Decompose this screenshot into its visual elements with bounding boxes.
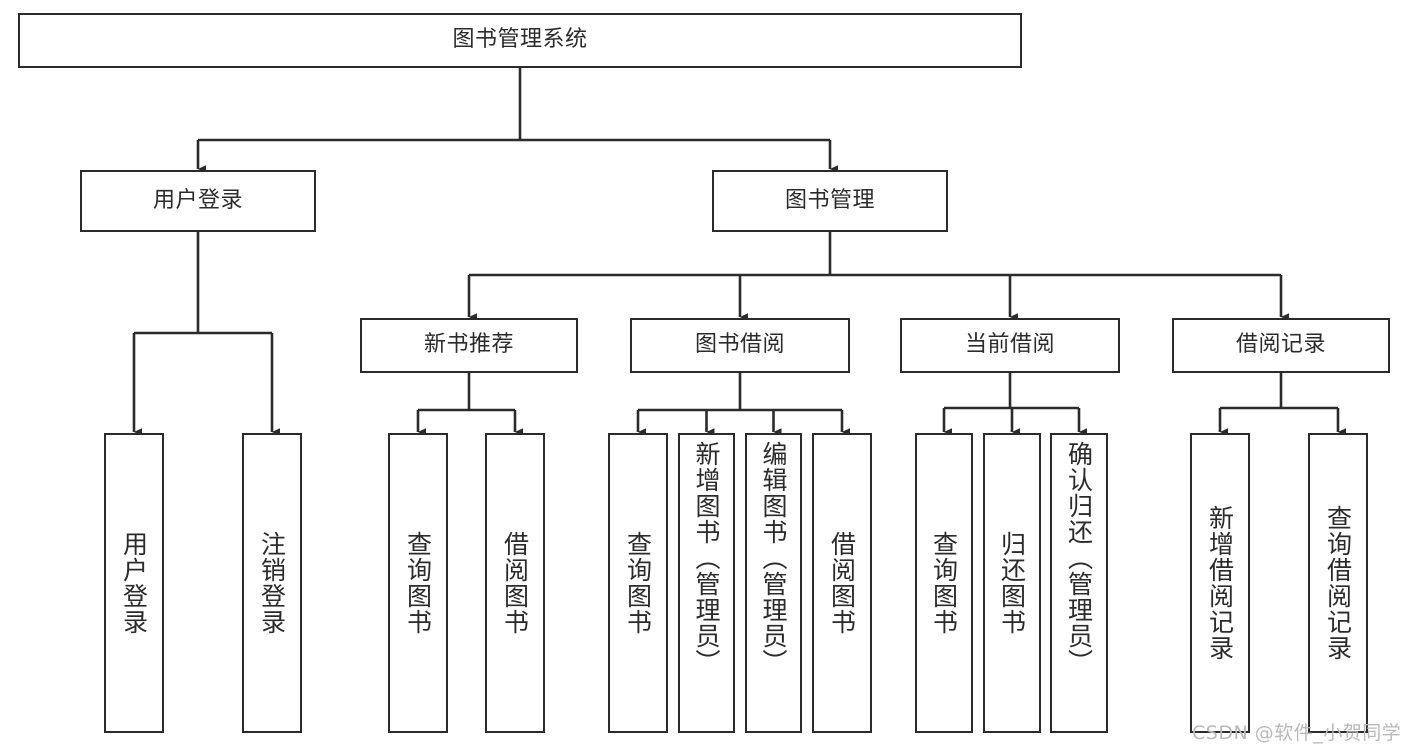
node-leaf_3[interactable]: 借阅图书	[485, 433, 545, 733]
node-l3_1[interactable]: 图书借阅	[630, 318, 850, 373]
node-leaf_5[interactable]: 新增图书（管理员）	[678, 433, 735, 733]
node-label: 图书管理	[784, 187, 875, 213]
node-label: 查询图书	[403, 531, 433, 635]
node-leaf_1[interactable]: 注销登录	[242, 433, 302, 733]
node-leaf_2[interactable]: 查询图书	[388, 433, 448, 733]
node-l3_0[interactable]: 新书推荐	[360, 318, 578, 373]
node-label: 用户登录	[152, 187, 243, 213]
node-leaf_8[interactable]: 查询图书	[915, 433, 973, 733]
node-l2_1[interactable]: 图书管理	[712, 170, 948, 232]
node-label: 查询图书	[623, 531, 653, 635]
node-label: 查询借阅记录	[1323, 505, 1353, 661]
node-label: 借阅记录	[1235, 332, 1326, 358]
node-l2_0[interactable]: 用户登录	[80, 170, 316, 232]
node-label: 图书借阅	[694, 332, 785, 358]
node-label: 用户登录	[119, 531, 149, 635]
node-label: 借阅图书	[827, 531, 857, 635]
node-label: 当前借阅	[964, 332, 1055, 358]
node-leaf_0[interactable]: 用户登录	[104, 433, 164, 733]
node-leaf_6[interactable]: 编辑图书（管理员）	[745, 433, 802, 733]
node-l3_2[interactable]: 当前借阅	[900, 318, 1120, 373]
node-label: 新书推荐	[423, 332, 514, 358]
node-leaf_7[interactable]: 借阅图书	[812, 433, 872, 733]
node-label: 编辑图书（管理员）	[759, 441, 788, 675]
node-label: 确认归还（管理员）	[1064, 441, 1094, 675]
node-leaf_11[interactable]: 新增借阅记录	[1190, 433, 1250, 733]
node-leaf_12[interactable]: 查询借阅记录	[1308, 433, 1368, 733]
node-label: 注销登录	[257, 531, 287, 635]
node-l3_3[interactable]: 借阅记录	[1172, 318, 1390, 373]
node-leaf_9[interactable]: 归还图书	[983, 433, 1041, 733]
csdn-watermark: CSDN @软件_小贺同学	[1192, 722, 1402, 744]
node-label: 新增借阅记录	[1205, 505, 1235, 661]
node-leaf_10[interactable]: 确认归还（管理员）	[1050, 433, 1108, 733]
node-label: 图书管理系统	[452, 27, 588, 53]
node-label: 借阅图书	[500, 531, 530, 635]
node-label: 归还图书	[997, 531, 1027, 635]
node-leaf_4[interactable]: 查询图书	[608, 433, 668, 733]
node-label: 新增图书（管理员）	[692, 441, 721, 675]
node-root[interactable]: 图书管理系统	[18, 13, 1022, 68]
node-label: 查询图书	[929, 531, 959, 635]
